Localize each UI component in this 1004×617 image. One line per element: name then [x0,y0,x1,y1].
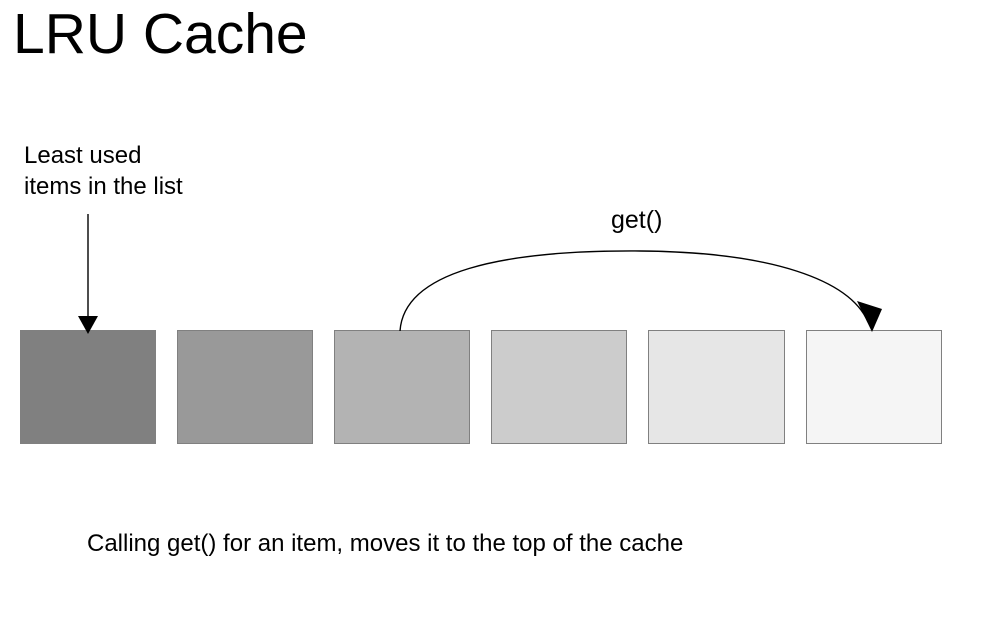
cache-item-6[interactable] [806,330,942,444]
least-used-arrowhead [78,316,98,334]
page-title: LRU Cache [13,2,308,66]
cache-item-1[interactable] [20,330,156,444]
cache-item-4[interactable] [491,330,627,444]
get-arrowhead [857,301,882,332]
least-used-label: Least used items in the list [24,142,183,200]
get-operation-label: get() [611,206,663,234]
cache-item-2[interactable] [177,330,313,444]
cache-item-5[interactable] [648,330,785,444]
caption: Calling get() for an item, moves it to t… [87,530,684,557]
get-arrow [399,250,869,332]
cache-item-3[interactable] [334,330,470,444]
